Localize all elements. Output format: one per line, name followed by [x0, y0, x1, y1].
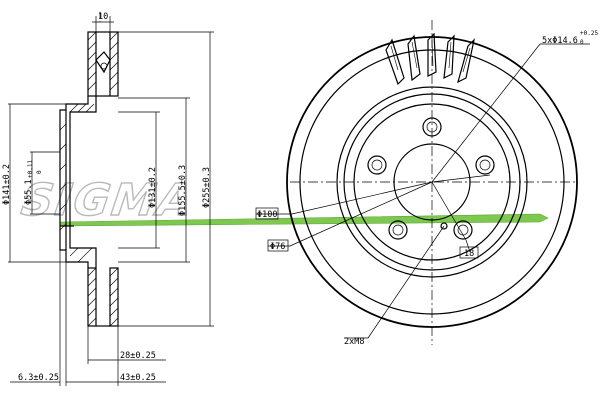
bolt-holes — [367, 117, 495, 240]
hub-section — [59, 96, 97, 268]
label-center-76: Φ76 — [270, 242, 285, 252]
label-pcd-100: Φ100 — [257, 210, 277, 220]
dim-dia-255: Φ255±0.3 — [202, 167, 212, 208]
bottom-dimension-lines — [10, 250, 166, 386]
side-extension-lines — [8, 16, 214, 327]
hat-outer-circle — [336, 86, 528, 278]
dim-dia-55: Φ55.1 — [24, 179, 34, 205]
dim-dia-55-tol-lower: 0 — [36, 170, 43, 174]
bolt-hole — [422, 117, 442, 137]
dim-dia-131: Φ131±0.2 — [148, 167, 158, 208]
dim-28: 28±0.25 — [120, 351, 156, 361]
dim-dia-141: Φ141±0.2 — [2, 164, 12, 205]
dim-6-3: 6.3±0.25 — [18, 373, 59, 383]
friction-inner-circle — [299, 49, 565, 315]
small-label-box — [459, 246, 479, 259]
bolt-hole — [388, 220, 408, 240]
bolt-hole — [367, 155, 387, 175]
vent-slots — [385, 32, 476, 86]
center-bore-circle — [393, 143, 471, 221]
hat-circle-3 — [353, 103, 511, 261]
upper-disc-plates — [87, 31, 119, 97]
label-bolt-tol-lower: 0 — [580, 39, 584, 46]
lower-disc-plates — [87, 267, 119, 327]
dim-thickness-top: 10 — [98, 12, 108, 22]
bolt-hole — [453, 220, 473, 240]
dim-dia-55-tol-upper: +0.11 — [27, 160, 34, 178]
dim-dia-155: Φ155.5±0.3 — [178, 165, 188, 216]
label-small-18: 18 — [464, 249, 474, 259]
side-section-view: 10 Φ141±0.2 Φ55.1 +0.11 0 Φ131±0.2 Φ155.… — [2, 12, 214, 386]
label-threads: 2xM8 — [344, 337, 364, 347]
watermark: SIGMA — [18, 174, 549, 227]
thread-hole — [440, 222, 448, 230]
pcd-label-box — [255, 207, 279, 220]
bolt-hole — [475, 155, 495, 175]
label-bolt-tol-upper: +0.25 — [580, 30, 598, 37]
label-bolt-holes: 5xΦ14.6 — [542, 36, 578, 46]
hat-circle-2 — [343, 93, 521, 271]
watermark-text: SIGMA — [18, 175, 197, 226]
front-leaders — [256, 43, 590, 339]
dim-43: 43±0.25 — [120, 373, 156, 383]
outer-diameter-circle — [286, 36, 578, 328]
side-dimension-lines — [9, 21, 211, 326]
front-view: 5xΦ14.6 +0.25 0 Φ100 Φ76 18 2xM8 — [255, 20, 598, 347]
center-label-box — [267, 239, 289, 252]
